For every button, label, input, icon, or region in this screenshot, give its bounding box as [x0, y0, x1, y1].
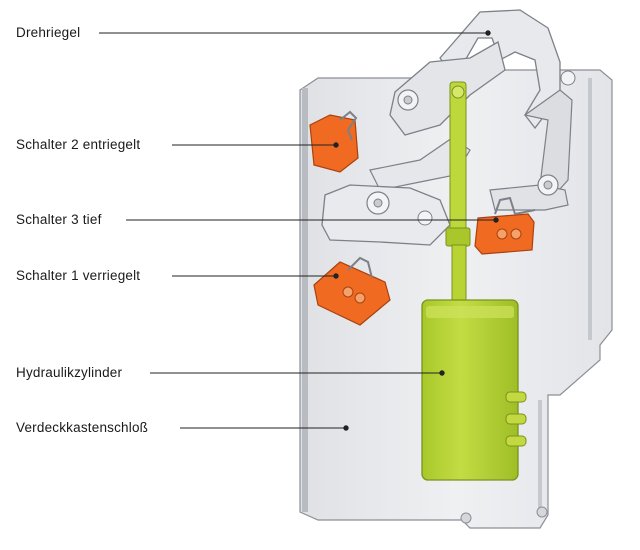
lever-linkage [321, 137, 569, 246]
label-verdeckkastenschloss: Verdeckkastenschloß [16, 420, 149, 435]
label-schalter-3: Schalter 3 tief [16, 212, 102, 227]
leader-lines [99, 30, 499, 431]
switch-2 [309, 110, 359, 173]
hydraulic-cylinder [421, 81, 527, 481]
label-hydraulikzylinder: Hydraulikzylinder [16, 365, 123, 380]
rotary-latch [389, 9, 576, 199]
switch-3 [474, 196, 536, 255]
label-schalter-2: Schalter 2 entriegelt [16, 137, 141, 152]
label-drehriegel: Drehriegel [16, 25, 81, 40]
switch-1 [313, 256, 391, 326]
label-schalter-1: Schalter 1 verriegelt [16, 268, 141, 283]
